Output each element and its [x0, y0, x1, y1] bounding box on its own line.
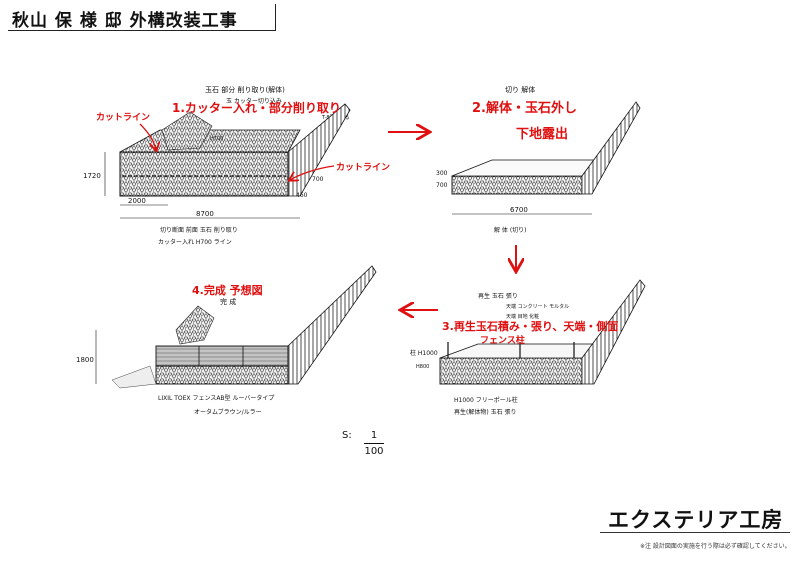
title-box-edge: [275, 4, 276, 31]
panel1-cut-line-label-1: カットライン: [96, 112, 150, 123]
panel2-base-top: [451, 159, 595, 177]
panel-renovation: 再生 玉石 張り 天端 コンクリート モルタル 天端 目地 化粧 柱 H1000…: [410, 279, 646, 416]
panel2-step-label-2: 下地露出: [516, 126, 568, 142]
panel-cutting: 玉石 部分 削り取り(解体) 玉 カッター切り込み T-8型枠入る H700 1…: [83, 85, 390, 246]
panel1-caption-2: カッター入れ H700 ライン: [158, 238, 232, 246]
panel1-dim-small-2: 460: [296, 192, 308, 199]
brand-logo: エクステリア工房: [608, 508, 784, 532]
panel-demolition: 切り 解体 300 700 6700 解 体 (切り) 2.解体・玉石外し 下地…: [436, 85, 641, 234]
panel1-red-arrow-1: [139, 123, 156, 150]
panel4-caption-1: LIXIL TOEX フェンスAB型 ルーバータイプ: [158, 394, 274, 402]
panel1-header: 玉石 部分 削り取り(解体): [205, 85, 285, 94]
panel2-side-wall: [581, 101, 641, 195]
panel3-dim-small: H800: [416, 364, 429, 370]
panel1-post-label: H700: [210, 136, 223, 142]
panel1-step-label: 1.カッター入れ・部分削り取り: [172, 100, 341, 115]
panel1-subheader: 玉 カッター切り込み: [226, 97, 282, 105]
panel3-stone-wall: [439, 357, 583, 385]
panel4-step-label: 4.完成 予想図: [192, 283, 263, 297]
document-title: 秋山 保 様 邸 外構改装工事: [12, 11, 238, 31]
panel3-wall-top: [439, 343, 595, 359]
panel4-planting: [175, 305, 215, 345]
panel3-subheader-2: 天端 目地 化粧: [506, 313, 539, 320]
panel1-rubble: [161, 111, 213, 151]
panel4-dim-height: 1800: [76, 356, 94, 364]
panel2-step-label-1: 2.解体・玉石外し: [472, 100, 577, 116]
scale-fraction-line: [364, 443, 384, 444]
panel1-dim-width-left: 2000: [128, 197, 146, 205]
panel4-ground: [111, 365, 157, 389]
panel1-cut-line-label-2: カットライン: [336, 162, 390, 173]
panel3-step-label: 3.再生玉石積み・張り、天端・側面: [442, 319, 618, 333]
panel4-louver-fence: [155, 345, 289, 367]
panel2-caption: 解 体 (切り): [494, 226, 527, 234]
panel1-dim-small-1: 700: [312, 176, 324, 183]
panel3-subheader-1: 天端 コンクリート モルタル: [506, 303, 569, 310]
panel1-caption-1: 切り断面 前面 玉石 削り取り: [160, 226, 238, 234]
panel2-base: [451, 175, 583, 195]
panel3-caption-2: 再生(解体物) 玉石 張り: [454, 408, 517, 416]
panel4-header: 完 成: [220, 297, 236, 306]
panel3-post-label: 柱 H1000: [410, 349, 438, 357]
panel3-caption-1: H1000 フリーポール柱: [454, 396, 518, 404]
panel2-header: 切り 解体: [505, 85, 535, 94]
panel4-stone-wall: [155, 365, 289, 385]
panel4-side-fence: [287, 265, 377, 385]
panel3-header: 再生 玉石 張り: [478, 292, 518, 300]
panel1-dim-height: 1720: [83, 172, 101, 180]
panel2-dim-width: 6700: [510, 206, 528, 214]
panel3-side-fence: [581, 279, 646, 385]
brand-underline: [600, 532, 790, 533]
panel1-stone-wall: [119, 151, 289, 197]
panel4-caption-2: オータムブラウン/ルラー: [194, 408, 262, 416]
panel1-red-arrow-2: [290, 165, 335, 180]
title-underline: [8, 30, 276, 31]
panel3-step-label-2: フェンス柱: [480, 334, 525, 346]
panel1-dim-width-total: 8700: [196, 210, 214, 218]
scale-numerator: 1: [370, 430, 378, 441]
scale-denominator: 100: [364, 446, 384, 457]
panel2-dim-height-2: 700: [436, 182, 448, 189]
scale-label: S:: [342, 430, 352, 441]
footer-note: ※注 設計図面の実施を行う際は必ず確認してください。: [640, 543, 791, 550]
panel2-dim-height-1: 300: [436, 170, 448, 177]
panel-completion: 完 成 1800 LIXIL TOEX フェンスAB型 ルーバータイプ オータム…: [76, 265, 377, 416]
